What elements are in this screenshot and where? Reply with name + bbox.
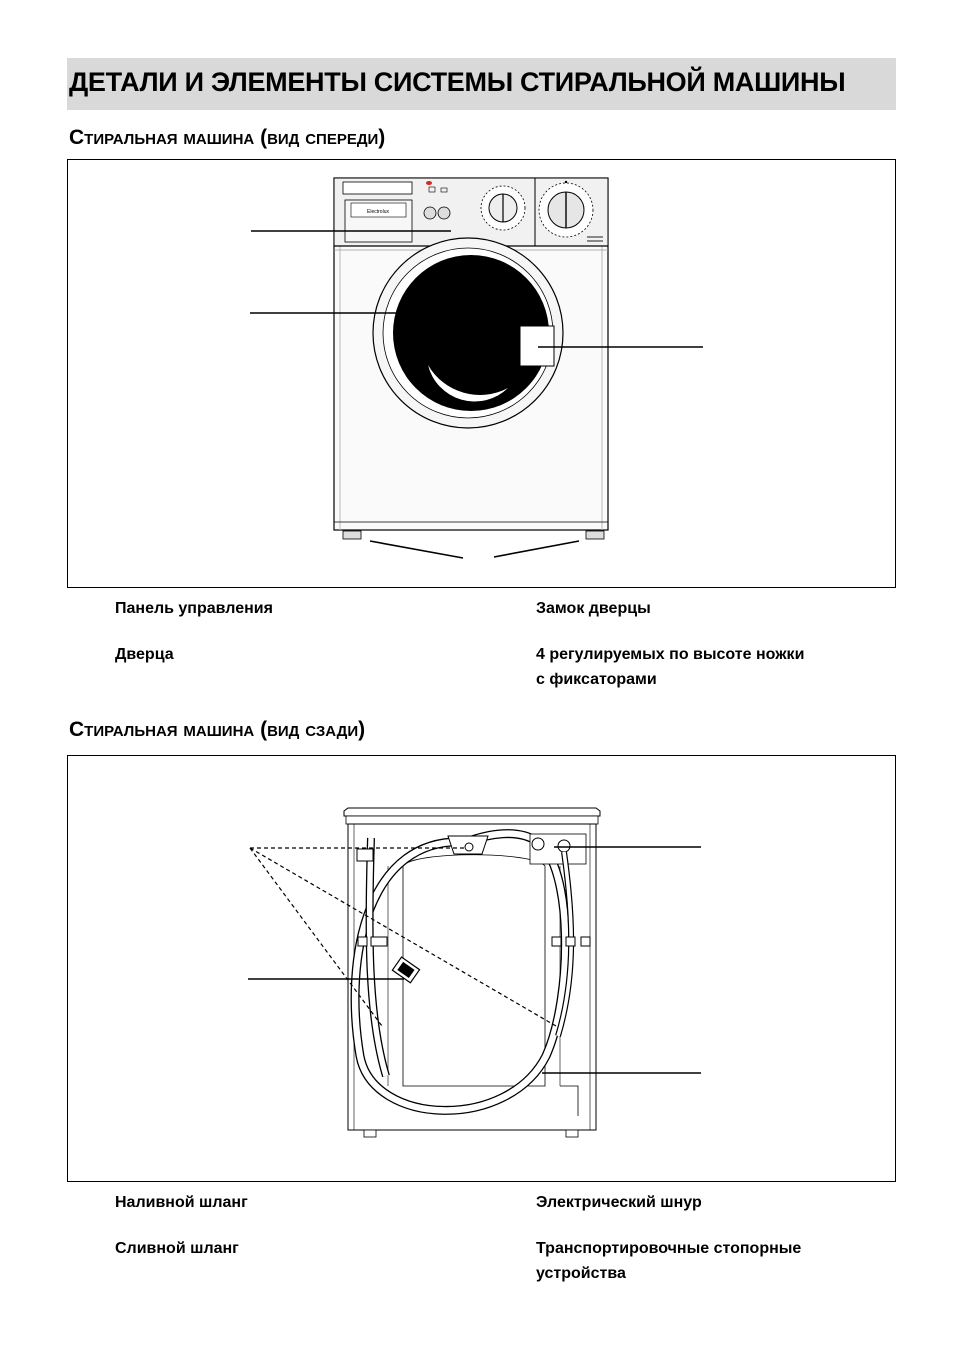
front-view-heading: Стиральная машина (вид спереди) [69,126,386,149]
front-washing-machine-illustration: Electrolux [250,177,703,559]
transport-bolt-3 [551,936,562,947]
caption-transport-bolts-line1: Транспортировочные стопорные [536,1240,802,1257]
leader-foot-left [369,540,464,559]
transport-bolt-4 [565,936,576,947]
transport-bolt-5 [580,936,591,947]
front-view-figure: Electrolux [67,159,896,588]
title-bar: ДЕТАЛИ И ЭЛЕМЕНТЫ СИСТЕМЫ СТИРАЛЬНОЙ МАШ… [67,58,896,110]
foot-left [342,530,362,540]
leader-dashed-2 [249,847,383,1027]
caption-control-panel: Панель управления [115,600,273,617]
foot-right [585,530,605,540]
caption-inlet-hose: Наливной шланг [115,1194,248,1211]
rear-view-figure [67,755,896,1182]
option-button-2 [437,206,451,220]
caption-power-cord: Электрический шнур [536,1194,702,1211]
page-title: ДЕТАЛИ И ЭЛЕМЕНТЫ СИСТЕМЫ СТИРАЛЬНОЙ МАШ… [69,67,846,97]
transport-bolt-2 [370,936,388,947]
leader-dashed-3 [249,847,557,1027]
caption-feet-line2: с фиксаторами [536,671,657,688]
option-button-1 [423,206,437,220]
caption-door-lock: Замок дверцы [536,600,651,617]
inlet-valve [356,848,374,862]
brand-label: Electrolux [367,209,389,215]
power-cord-entry [557,839,571,853]
caption-feet-line1: 4 регулируемых по высоте ножки [536,646,805,663]
caption-transport-bolts-line2: устройства [536,1265,626,1282]
rear-washing-machine-illustration [248,807,701,1138]
leader-foot-right [493,540,580,558]
transport-bolt-1 [357,936,368,947]
caption-door: Дверца [115,646,174,663]
caption-drain-hose: Сливной шланг [115,1240,239,1257]
rear-view-heading: Стиральная машина (вид сзади) [69,718,366,741]
door-lock [519,325,555,367]
